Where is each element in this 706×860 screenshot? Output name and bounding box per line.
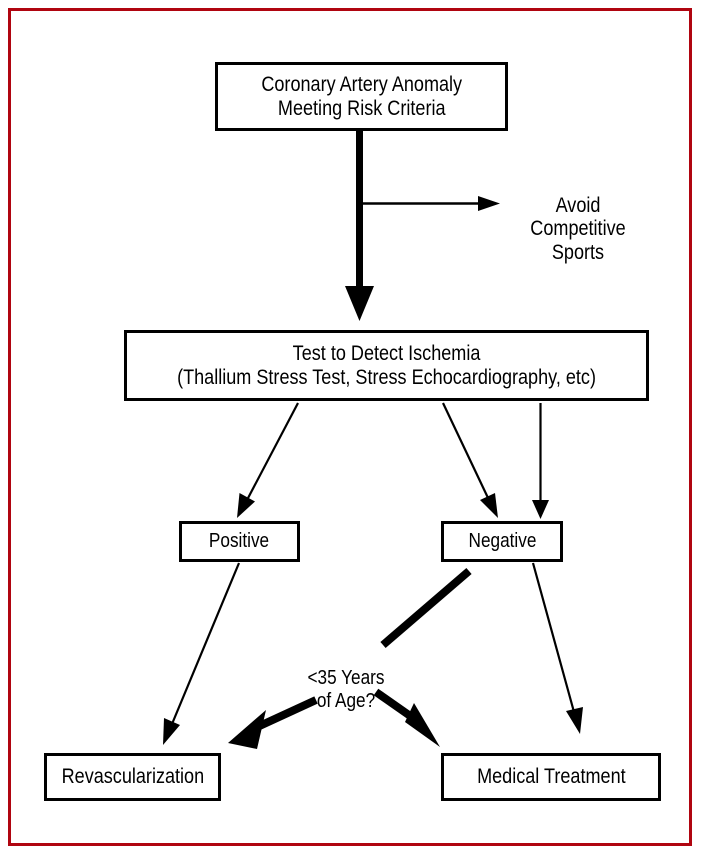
node-positive-label: Positive bbox=[209, 530, 270, 553]
edge-test-to-negative-diagonal bbox=[442, 402, 498, 518]
node-avoid-competitive-sports: Avoid Competitive Sports bbox=[508, 170, 648, 288]
edge-top-to-test bbox=[345, 131, 374, 321]
edge-negative-to-revascularization bbox=[228, 567, 472, 749]
node-revascularization-label: Revascularization bbox=[61, 765, 204, 789]
node-revascularization[interactable]: Revascularization bbox=[44, 753, 221, 801]
node-test-to-detect-ischemia-label: Test to Detect Ischemia (Thallium Stress… bbox=[177, 341, 596, 389]
edge-test-to-negative-vertical bbox=[532, 403, 549, 519]
decision-age-under-35: <35 Years of Age? bbox=[281, 645, 411, 735]
node-negative[interactable]: Negative bbox=[441, 521, 563, 562]
edge-positive-to-revascularization bbox=[163, 562, 241, 745]
node-negative-label: Negative bbox=[468, 530, 536, 553]
node-coronary-artery-anomaly[interactable]: Coronary Artery Anomaly Meeting Risk Cri… bbox=[215, 62, 508, 131]
node-medical-treatment[interactable]: Medical Treatment bbox=[441, 753, 661, 801]
edge-test-to-positive bbox=[237, 402, 299, 518]
edge-negative-to-medical-thick bbox=[373, 688, 440, 747]
edge-negative-to-medical-thin bbox=[531, 562, 583, 734]
node-coronary-artery-anomaly-label: Coronary Artery Anomaly Meeting Risk Cri… bbox=[261, 72, 462, 120]
decision-age-under-35-label: <35 Years of Age? bbox=[307, 667, 385, 712]
node-test-to-detect-ischemia[interactable]: Test to Detect Ischemia (Thallium Stress… bbox=[124, 330, 649, 401]
node-avoid-competitive-sports-label: Avoid Competitive Sports bbox=[530, 193, 626, 264]
edge-top-to-avoid bbox=[362, 196, 500, 211]
node-medical-treatment-label: Medical Treatment bbox=[476, 765, 626, 789]
node-positive[interactable]: Positive bbox=[179, 521, 300, 562]
